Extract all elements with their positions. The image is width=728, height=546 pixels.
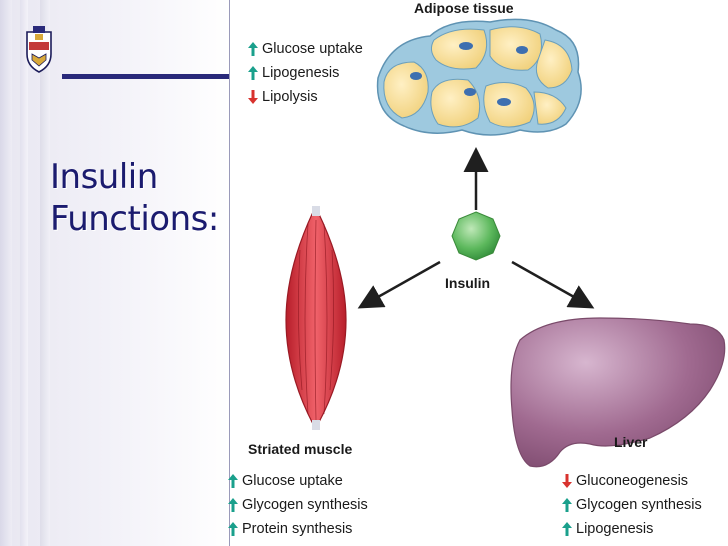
decorative-pillar <box>20 0 28 546</box>
adipose-effects-list: Glucose uptake Lipogenesis Lipolysis <box>248 40 363 112</box>
up-arrow-icon <box>228 498 238 512</box>
decorative-pillar <box>0 0 12 546</box>
striated-muscle-label: Striated muscle <box>248 441 353 457</box>
decorative-pillar <box>40 0 50 546</box>
down-arrow-icon <box>248 90 258 104</box>
liver-label: Liver <box>614 434 648 450</box>
adipose-tissue-illustration <box>376 18 582 136</box>
adipose-tissue-label: Adipose tissue <box>414 0 514 16</box>
striated-muscle-illustration <box>285 206 347 430</box>
insulin-label: Insulin <box>445 275 491 291</box>
effect-item: Protein synthesis <box>228 520 368 544</box>
arrow-to-muscle <box>357 260 441 309</box>
up-arrow-icon <box>562 522 572 536</box>
liver-illustration <box>510 317 726 468</box>
effect-item: Lipogenesis <box>562 520 702 544</box>
effect-item: Glucose uptake <box>248 40 363 64</box>
liver-effects-list: Gluconeogenesis Glycogen synthesis Lipog… <box>562 472 702 544</box>
slide-title-line: Insulin <box>50 157 158 197</box>
effect-item: Glycogen synthesis <box>562 496 702 520</box>
slide-title: Insulin Functions: <box>50 156 219 240</box>
muscle-effects-list: Glucose uptake Glycogen synthesis Protei… <box>228 472 368 544</box>
effect-item: Gluconeogenesis <box>562 472 702 496</box>
up-arrow-icon <box>248 66 258 80</box>
effect-item: Glycogen synthesis <box>228 496 368 520</box>
left-decorative-panel <box>0 0 230 546</box>
slide-title-line: Functions: <box>50 199 219 239</box>
arrow-to-liver <box>511 260 595 309</box>
university-crest-logo <box>26 26 52 73</box>
insulin-molecule <box>451 211 501 261</box>
up-arrow-icon <box>228 474 238 488</box>
panel-divider <box>229 0 230 546</box>
up-arrow-icon <box>562 498 572 512</box>
up-arrow-icon <box>248 42 258 56</box>
effect-item: Glucose uptake <box>228 472 368 496</box>
effect-item: Lipogenesis <box>248 64 363 88</box>
effect-item: Lipolysis <box>248 88 363 112</box>
up-arrow-icon <box>228 522 238 536</box>
down-arrow-icon <box>562 474 572 488</box>
header-rule <box>62 74 230 79</box>
